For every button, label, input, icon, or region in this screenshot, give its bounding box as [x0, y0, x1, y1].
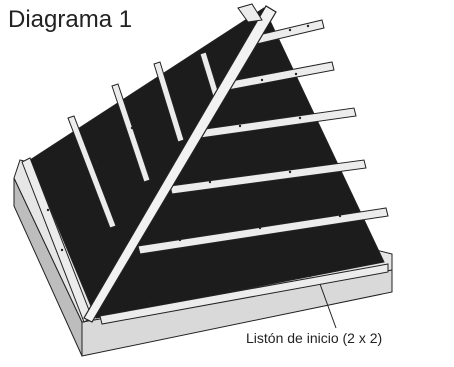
- hip-ridge-top: [237, 3, 263, 23]
- left-plane-battens: [21, 51, 223, 323]
- batten: [67, 115, 117, 229]
- batten: [137, 207, 389, 255]
- starter-strip-label: Listón de inicio (2 x 2): [246, 330, 383, 346]
- diagram-title: Diagrama 1: [8, 6, 133, 33]
- batten: [153, 61, 185, 143]
- batten: [111, 83, 151, 183]
- hip-ridge: [83, 5, 277, 323]
- roof-deck: [29, 7, 385, 319]
- batten: [169, 159, 367, 195]
- nail-dots: [46, 24, 342, 306]
- starter-strip: [99, 263, 389, 325]
- callout-leader: [319, 283, 337, 329]
